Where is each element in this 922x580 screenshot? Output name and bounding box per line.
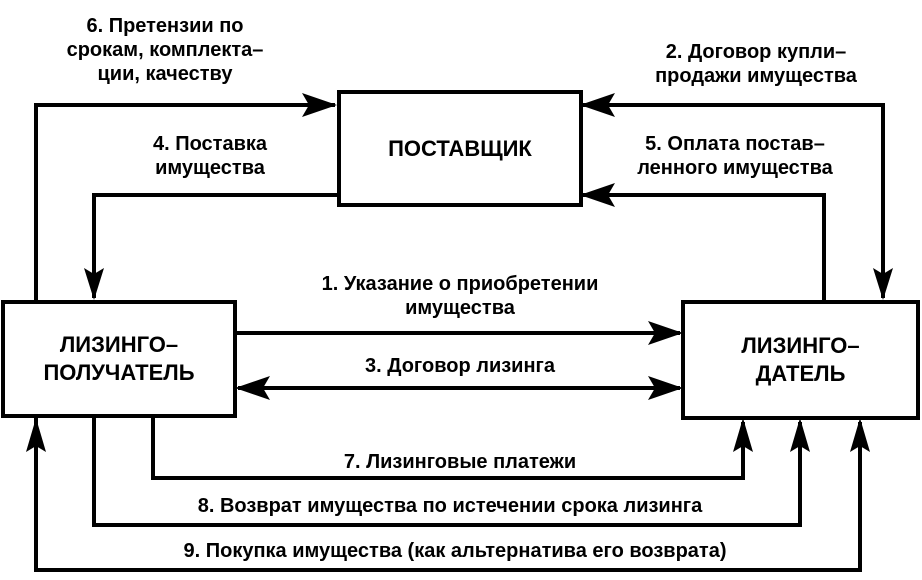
lessee-label-line2: ПОЛУЧАТЕЛЬ: [43, 360, 195, 385]
lessee-label-line1: ЛИЗИНГО–: [59, 332, 179, 357]
flow-7-label: 7. Лизинговые платежи: [250, 450, 670, 474]
flow-7-label-line1: 7. Лизинговые платежи: [343, 451, 577, 473]
flow-6-label-line2: срокам, комплекта–: [66, 39, 264, 61]
flow-9-label: 9. Покупка имущества (как альтернатива е…: [60, 539, 850, 563]
arrowhead-3-right: [648, 376, 683, 400]
flow-6-label: 6. Претензии по срокам, комплекта– ции, …: [30, 14, 300, 86]
arrowhead-5: [580, 183, 615, 207]
flow-4-label: 4. Поставка имущества: [120, 132, 300, 180]
lessor-label-line2: ДАТЕЛЬ: [755, 361, 846, 386]
flow-9-label-line1: 9. Покупка имущества (как альтернатива е…: [183, 540, 727, 562]
flow-8-label-line1: 8. Возврат имущества по истечении срока …: [197, 495, 703, 517]
flow-3-label: 3. Договор лизинга: [250, 354, 670, 378]
lessor-label-line1: ЛИЗИНГО–: [741, 333, 860, 358]
arrowhead-4: [84, 268, 104, 300]
flow-1-label-line1: 1. Указание о приобретении: [321, 273, 599, 295]
arrowhead-2: [580, 93, 615, 117]
flow-9-arrow: [34, 418, 862, 572]
supplier-label: ПОСТАВЩИК: [388, 135, 532, 161]
arrowhead-3-left: [235, 376, 270, 400]
flow-7-arrow: [151, 415, 745, 480]
flow-4-label-line2: имущества: [155, 157, 265, 179]
flow-6-label-line1: 6. Претензии по: [86, 15, 244, 37]
flow-2-label-line1: 2. Договор купли–: [665, 41, 847, 63]
flow-5-arrow: [583, 193, 826, 302]
flow-4-arrow: [92, 193, 337, 298]
arrowhead-7: [733, 418, 753, 452]
flow-3-label-line1: 3. Договор лизинга: [364, 355, 556, 377]
flow-6-arrow: [34, 103, 335, 302]
flow-8-label: 8. Возврат имущества по истечении срока …: [110, 494, 790, 518]
flow-6-label-line3: ции, качеству: [97, 63, 233, 85]
supplier-node: ПОСТАВЩИК: [337, 90, 583, 207]
flow-5-label: 5. Оплата постав– ленного имущества: [600, 132, 870, 180]
lessor-node: ЛИЗИНГО– ДАТЕЛЬ: [681, 300, 920, 420]
arrowhead-8: [790, 418, 810, 452]
flow-8-arrow: [92, 415, 802, 527]
arrowhead-9-lessee: [26, 418, 46, 452]
flow-2-arrow: [583, 103, 885, 298]
arrowhead-9-lessor: [850, 418, 870, 452]
lessee-node: ЛИЗИНГО– ПОЛУЧАТЕЛЬ: [1, 300, 237, 418]
flow-4-label-line1: 4. Поставка: [152, 133, 268, 155]
arrowhead-2b: [873, 268, 893, 300]
flow-5-label-line1: 5. Оплата постав–: [645, 133, 825, 155]
flow-2-label: 2. Договор купли– продажи имущества: [616, 40, 896, 88]
flow-1-label: 1. Указание о приобретении имущества: [250, 272, 670, 320]
arrowhead-6: [302, 93, 337, 117]
flow-1-label-line2: имущества: [405, 297, 515, 319]
flow-5-label-line2: ленного имущества: [637, 157, 833, 179]
flow-2-label-line2: продажи имущества: [655, 65, 857, 87]
arrowhead-1: [648, 321, 683, 345]
